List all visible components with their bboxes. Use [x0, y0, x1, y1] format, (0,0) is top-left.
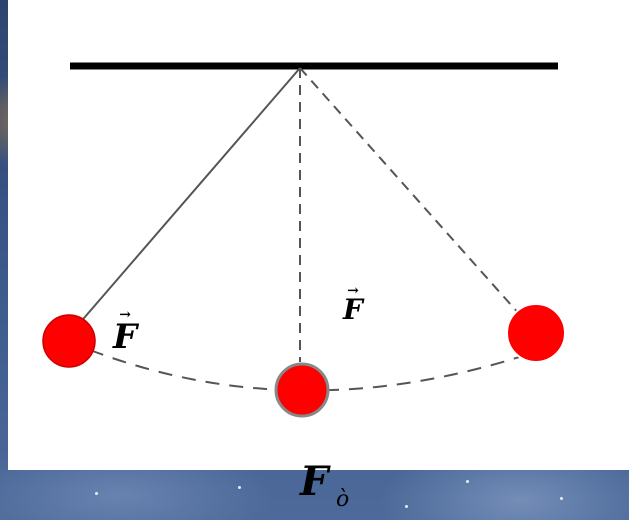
star: [466, 480, 469, 483]
force-label-left: → F: [113, 307, 138, 357]
bob-left: [42, 314, 96, 368]
caption-main: F: [300, 458, 329, 505]
bob-right: [506, 303, 566, 363]
right-position-line: [299, 67, 521, 316]
force-label-center: → F: [343, 283, 363, 326]
vector-arrow-icon: →: [119, 307, 131, 323]
vector-arrow-icon: →: [347, 283, 359, 299]
pendulum-string: [77, 67, 301, 326]
star: [560, 497, 563, 500]
star: [95, 492, 98, 495]
star: [238, 486, 241, 489]
caption-subscript: ò: [336, 487, 350, 512]
bob-center: [274, 362, 330, 418]
star: [405, 505, 408, 508]
